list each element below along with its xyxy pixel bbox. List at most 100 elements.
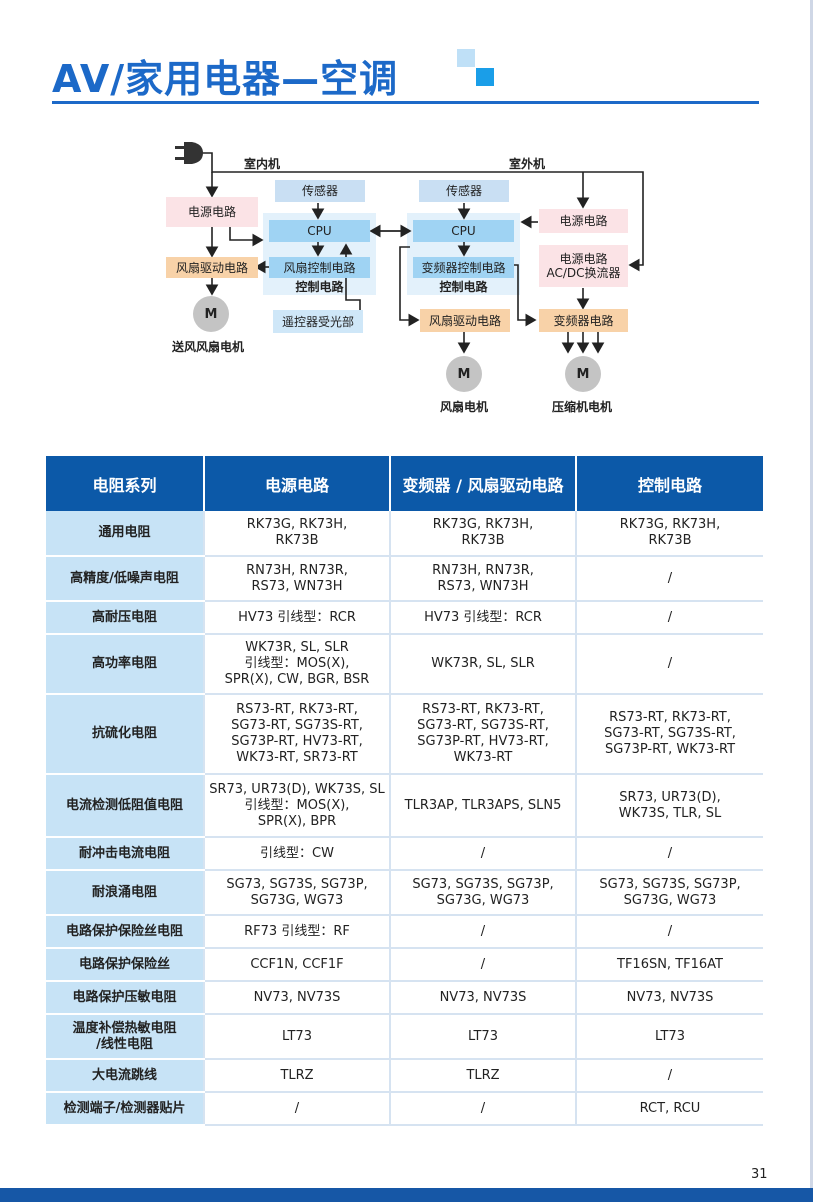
cell-line: RK73G, RK73H, [432, 517, 534, 532]
row-header-line: 耐冲击电流电阻 [78, 845, 170, 861]
cell-line: RK73B [275, 533, 319, 548]
cell-line: RS73, WN73H [437, 578, 529, 594]
indoor-unit-label: 室内机 [244, 157, 281, 171]
indoor-fan-drive-circuit: 风扇驱动电路 [166, 257, 258, 278]
cell-line: RCT, RCU [639, 1100, 701, 1116]
cell-line: TF16SN, TF16AT [617, 956, 723, 972]
row-header-line: 高精度/低噪声电阻 [70, 570, 179, 586]
row-header: 高精度/低噪声电阻 [46, 556, 204, 602]
cell-line: LT73 [655, 1028, 685, 1044]
page-edge [810, 0, 813, 1202]
footer-bar [0, 1188, 813, 1202]
header-power-circuit: 电源电路 [203, 456, 390, 511]
indoor-fan-control-circuit: 风扇控制电路 [269, 257, 370, 278]
row-header-line: /线性电阻 [96, 1036, 153, 1052]
table-cell: NV73, NV73S [575, 981, 763, 1015]
cell-line: RN73H, RN73R, [432, 562, 534, 578]
cell-line: WK73S, TLR, SL [618, 805, 722, 821]
cell-line: NV73, NV73S [439, 989, 527, 1005]
cell-line: TLR3AP, TLR3APS, SLN5 [404, 797, 562, 813]
cell-line: / [480, 845, 486, 861]
cell-line: SG73, SG73S, SG73P, [226, 876, 368, 892]
table-header-row: 电阻系列 电源电路 变频器 / 风扇驱动电路 控制电路 [46, 456, 763, 511]
row-header: 温度补偿热敏电阻/线性电阻 [46, 1014, 204, 1060]
cell-line: / [667, 656, 673, 671]
cell-line: RK73G, RK73H, [619, 517, 721, 532]
table-cell: TF16SN, TF16AT [575, 948, 763, 982]
row-header-line: 高耐压电阻 [91, 609, 157, 625]
cell-line: RS73, WN73H [251, 578, 343, 594]
outdoor-fan-motor-label: 风扇电机 [440, 400, 489, 414]
cell-line: 引线型：MOS(X), [244, 797, 350, 813]
header-inverter-fan-drive: 变频器 / 风扇驱动电路 [389, 456, 576, 511]
power-acdc-line1: 电源电路 [559, 252, 608, 266]
inverter-control-circuit: 变频器控制电路 [413, 257, 514, 278]
table-cell: SG73, SG73S, SG73P,SG73G, WG73 [575, 870, 763, 916]
cell-line: NV73, NV73S [253, 989, 341, 1005]
cell-line: / [667, 570, 673, 586]
table-cell: LT73 [203, 1014, 390, 1060]
blower-fan-motor: M [193, 296, 229, 332]
row-header: 检测端子/检测器贴片 [46, 1092, 204, 1126]
cell-line: SG73G, WG73 [436, 892, 530, 908]
row-header: 耐浪涌电阻 [46, 870, 204, 916]
cell-line: / [480, 956, 486, 972]
row-header: 电路保护保险丝 [46, 948, 204, 982]
outdoor-control-circuit-label: 控制电路 [439, 280, 488, 294]
outdoor-unit-label: 室外机 [509, 157, 546, 171]
row-header-line: 电流检测低阻值电阻 [65, 797, 183, 813]
cell-line: WK73-RT, SR73-RT [236, 750, 358, 765]
cell-line: SPR(X), CW, BGR, BSR [224, 672, 370, 687]
cell-line: SG73P-RT, WK73-RT [604, 742, 736, 757]
page-title: AV/家用电器—空调 [52, 57, 399, 101]
cell-line: HV73 引线型：RCR [424, 609, 542, 625]
remote-receiver: 遥控器受光部 [273, 310, 363, 333]
table-cell: RS73-RT, RK73-RT,SG73-RT, SG73S-RT,SG73P… [575, 694, 763, 775]
table-cell: TLRZ [203, 1059, 390, 1093]
table-cell: / [389, 915, 576, 949]
cell-line: RF73 引线型：RF [244, 923, 350, 939]
cell-line: RS73-RT, RK73-RT, [236, 702, 358, 717]
cell-line: SPR(X), BPR [257, 813, 337, 829]
table-cell: HV73 引线型：RCR [203, 601, 390, 635]
title-decoration-square [457, 49, 475, 67]
power-circuit-acdc-converter: 电源电路 AC/DC换流器 [539, 245, 628, 287]
power-acdc-line2: AC/DC换流器 [546, 266, 621, 280]
cell-line: WK73R, SL, SLR [431, 656, 535, 671]
cell-line: SG73, SG73S, SG73P, [412, 876, 554, 892]
indoor-control-circuit-label: 控制电路 [295, 280, 344, 294]
blower-fan-motor-label: 送风风扇电机 [172, 340, 245, 354]
cell-line: RS73-RT, RK73-RT, [609, 710, 731, 725]
cell-line: CCF1N, CCF1F [250, 956, 344, 972]
cell-line: / [667, 845, 673, 861]
indoor-power-circuit: 电源电路 [166, 197, 258, 227]
cell-line: SG73, SG73S, SG73P, [599, 876, 741, 892]
row-header-line: 温度补偿热敏电阻 [72, 1020, 177, 1036]
cell-line: RK73G, RK73H, [246, 517, 348, 532]
cell-line: TLRZ [280, 1067, 314, 1083]
cell-line: / [667, 923, 673, 939]
row-header: 高耐压电阻 [46, 601, 204, 635]
row-header: 电路保护压敏电阻 [46, 981, 204, 1015]
row-header-line: 大电流跳线 [91, 1067, 157, 1083]
cell-line: RK73B [461, 533, 505, 548]
indoor-cpu-group [263, 213, 376, 295]
table-row: 电路保护压敏电阻 NV73, NV73S NV73, NV73S NV73, NV73… [46, 981, 763, 1015]
cell-line: LT73 [282, 1028, 312, 1044]
table-row: 耐冲击电流电阻引线型：CW// [46, 837, 763, 871]
table-cell: LT73 [575, 1014, 763, 1060]
table-cell: SR73, UR73(D),WK73S, TLR, SL [575, 774, 763, 838]
table-cell: TLR3AP, TLR3APS, SLN5 [389, 774, 576, 838]
row-header: 抗硫化电阻 [46, 694, 204, 775]
cell-line: SG73-RT, SG73S-RT, [604, 726, 736, 741]
cell-line: LT73 [468, 1028, 498, 1044]
title-decoration-square [476, 68, 494, 86]
power-plug-icon [175, 142, 203, 164]
